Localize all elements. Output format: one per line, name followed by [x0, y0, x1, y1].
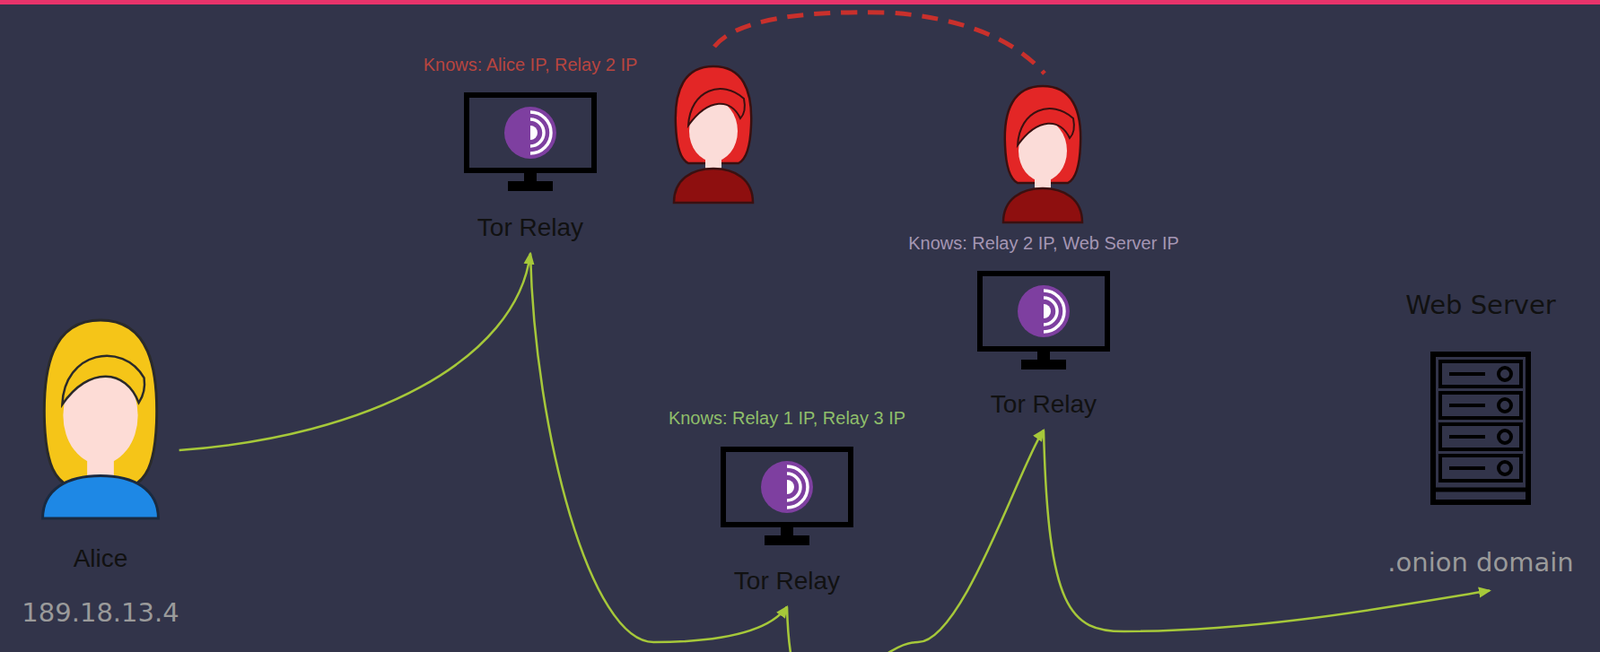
- relay-label: Tor Relay: [990, 389, 1097, 420]
- web-server-icon: [1429, 350, 1532, 507]
- relay-node: Knows: Relay 1 IP, Relay 3 IP Tor Relay: [668, 407, 906, 608]
- circuit-connector: [179, 253, 531, 451]
- relay-node: Knows: Alice IP, Relay 2 IP Tor Relay: [423, 53, 639, 254]
- collusion-arc: [714, 12, 1045, 74]
- malicious-operator: [673, 66, 753, 203]
- circuit-connector: [1043, 430, 1490, 632]
- ip-address: 189.18.13.4: [21, 597, 179, 630]
- relay-node: Knows: Relay 2 IP, Web Server IP Tor Rela…: [908, 232, 1180, 431]
- tor-relay-monitor: [976, 270, 1111, 373]
- server-node: Web Server .onion domain: [1387, 289, 1574, 592]
- relay-label: Tor Relay: [734, 566, 840, 597]
- domain-label: .onion domain: [1387, 547, 1574, 579]
- server-label: Web Server: [1405, 289, 1557, 322]
- tor-relay-monitor: [719, 445, 855, 549]
- person-name: Alice: [73, 543, 129, 575]
- user-node: Alice 189.18.13.4: [21, 315, 179, 632]
- relay-label: Tor Relay: [477, 212, 584, 244]
- malicious-operator: [1003, 86, 1083, 223]
- knowledge-note: Knows: Relay 2 IP, Web Server IP: [908, 232, 1180, 254]
- circuit-connector: [786, 430, 1044, 652]
- knowledge-note: Knows: Relay 1 IP, Relay 3 IP: [668, 407, 906, 429]
- tor-relay-monitor: [463, 91, 598, 194]
- knowledge-note: Knows: Alice IP, Relay 2 IP: [423, 53, 639, 76]
- top-bar: [0, 0, 1600, 5]
- person-icon: [33, 315, 168, 521]
